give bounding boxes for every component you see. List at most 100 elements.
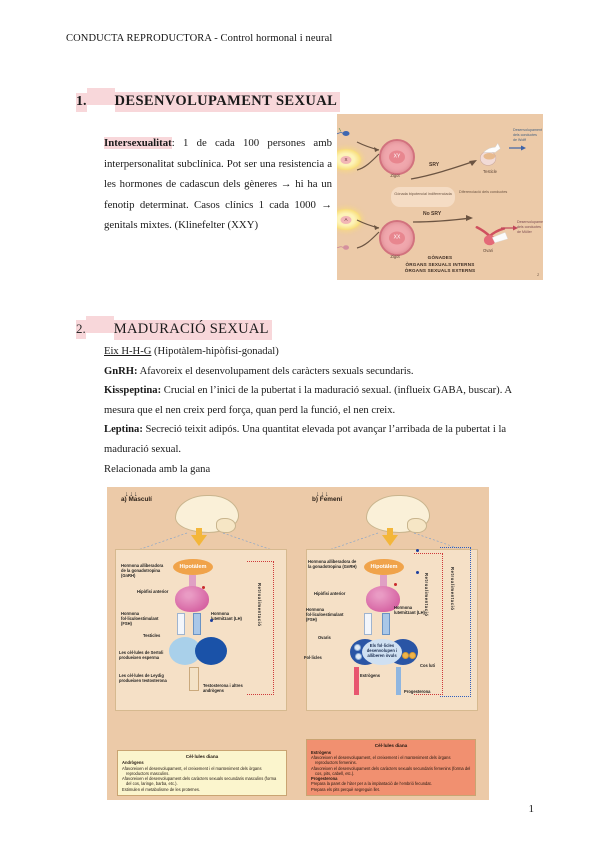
figure1-page-mark: 2	[537, 272, 539, 277]
sertoli-note: Les cèl·lules de Sertoli produeixen espe…	[119, 650, 164, 660]
pituitary-female	[366, 586, 400, 612]
brain-illustration-female	[366, 495, 430, 533]
zygote-xy-caption: Zigot	[390, 173, 400, 178]
heading-2-text: MADURACIÓ SEXUAL	[113, 320, 272, 340]
gnrh-term: GnRH:	[104, 365, 138, 377]
document-header: CONDUCTA REPRODUCTORA - Control hormonal…	[66, 33, 333, 44]
sidenote-male: Desenvolupament dels conductes de Wolff	[513, 128, 542, 142]
testis-right-male	[195, 637, 227, 665]
fsh-arrow-female	[364, 613, 372, 635]
estrogens-bullet-2: Afavoreixen el desenvolupament dels carà…	[311, 765, 471, 776]
intersexualitat-paragraph: Intersexualitat: 1 de cada 100 persones …	[104, 133, 332, 236]
ovum-x-cell: X	[337, 149, 361, 170]
gnrh-text: Afavoreix el desenvolupament dels caràct…	[137, 365, 414, 377]
caption-line-externs: ÒRGANS SEXUALS EXTERNS	[404, 267, 476, 273]
heading-2-spacer	[85, 316, 114, 333]
heading-desenvolupament-sexual: 1. DESENVOLUPAMENT SEXUAL	[76, 88, 341, 112]
zygote-xy: XY	[379, 139, 415, 175]
corpus-luteum-2	[409, 652, 416, 659]
arrow-no-sry	[412, 215, 473, 223]
arrow-sperm-to-zygote	[356, 141, 380, 171]
arrow-down-head-female	[382, 535, 398, 546]
feedback-loop-female-inner	[414, 553, 443, 695]
ovum-x-nucleus: X	[340, 155, 352, 164]
testosterone-label: Testosterona i altres andrògens	[203, 683, 243, 693]
intersexualitat-body: : 1 de cada 100 persones amb interperson…	[104, 137, 332, 231]
feedback-label-female-2: Retroalimentació	[450, 567, 455, 611]
progesterona-bullet-1: Prepara la paret de l’úter per a la impl…	[311, 781, 432, 787]
gnrh-label-female: Hormona alliberadora de la gonadotropina…	[308, 559, 357, 569]
androgens-bullet-3: Estimulen el metabolisme de les proteïne…	[122, 786, 201, 792]
target-cells-title-male: Cèl·lules diana	[185, 753, 219, 759]
panel-female-title: b) Femení	[312, 496, 343, 503]
leptina-term: Leptina:	[104, 424, 143, 436]
pituitary-label-male: Hipòfisi anterior	[137, 589, 169, 594]
zygote-xx-caption: Zigot	[390, 254, 400, 259]
testosterone-arrow	[189, 667, 199, 691]
lh-label-male: Hormona luteïnitzant (LH)	[211, 611, 242, 621]
brain-input-arrows-male: ↓↓↓	[125, 491, 139, 498]
feedback-label-male: Retroalimentació	[257, 583, 262, 627]
figure1-caption: GÒNADES ÒRGANS SEXUALS INTERNS ÒRGANS SE…	[337, 255, 543, 274]
gonad-bipotential-box: Gònada bipotencial indiferenciada	[391, 187, 455, 207]
page-number: 1	[528, 803, 535, 815]
heading-1-number: 1.	[76, 93, 87, 112]
feedback-dot-blue-male	[210, 619, 213, 622]
heading-1-text: DESENVOLUPAMENT SEXUAL	[114, 92, 341, 112]
panel-male-title: a) Masculí	[121, 496, 152, 503]
ovum-a-cell: A	[337, 209, 361, 230]
duct-differentiation-note: Diferenciació dels conductes	[459, 190, 508, 194]
testicles-label: Testicles	[143, 633, 161, 638]
eix-hhg-term: Eix H-H-G	[104, 346, 152, 357]
ovaris-label: Ovaris	[318, 635, 331, 640]
fsh-label-male: Hormona fol·liculoestimulant (FSH)	[121, 611, 159, 626]
heading-maduracio-sexual: 2. MADURACIÓ SEXUAL	[76, 316, 272, 340]
sperm-icon-female	[337, 245, 349, 250]
sperm-icon-male	[337, 128, 350, 136]
leptina-text: Secreció teixit adipós. Una quantitat el…	[104, 424, 507, 455]
testicle-illustration	[479, 142, 501, 166]
panel-female: b) Femení ↓↓↓ Hipotàlem Hormona allibera…	[298, 487, 489, 800]
testicle-label: Testicle	[483, 169, 497, 174]
progesterone-label: Progesterona	[404, 689, 431, 694]
arrow-side-male	[509, 145, 526, 151]
androgens-bullet-1: Afavoreixen el desenvolupament, el creix…	[122, 765, 262, 776]
female-axis-box	[306, 549, 478, 711]
androgens-bullet-2: Afavoreixen el desenvolupament dels carà…	[122, 776, 277, 787]
kisspeptina-text: Crucial en l’inici de la pubertat i la m…	[104, 385, 512, 416]
male-axis-box	[115, 549, 287, 711]
heading-2-number: 2.	[76, 320, 86, 339]
arrow-down-stem-female	[387, 528, 393, 537]
line-gana: Relacionada amb la gana	[104, 463, 211, 475]
pituitary-label-female: Hipòfisi anterior	[314, 591, 346, 596]
zygote-xx: XX	[379, 220, 415, 256]
eix-hhg-rest: (Hipotàlem-hipòfisi-gonadal)	[151, 346, 279, 357]
fsh-arrow-male	[177, 613, 185, 635]
figure-hpg-axis: a) Masculí ↓↓↓ Hipotàlem Hormona alliber…	[107, 487, 489, 800]
pituitary-stalk-female	[380, 575, 387, 587]
estrogens-bullet-1: Afavoreixen el desenvolupament, el creix…	[311, 754, 451, 766]
panel-male: a) Masculí ↓↓↓ Hipotàlem Hormona alliber…	[107, 487, 298, 800]
feedback-loop-male	[247, 561, 274, 695]
brain-input-arrows-female: ↓↓↓	[316, 491, 330, 498]
zygote-xx-label: XX	[389, 231, 405, 245]
arrow-side-female	[501, 225, 518, 231]
sidenote-female: Desenvolupament dels conductes de Müller	[517, 220, 543, 234]
line-gnrh: GnRH: Afavoreix el desenvolupament dels …	[104, 362, 522, 382]
dotted-connectors-male	[134, 532, 276, 552]
progesterona-bullet-2: Prepara els pits perquè segreguin llet.	[311, 786, 380, 792]
line-leptina: Leptina: Secreció teixit adipós. Una qua…	[104, 420, 522, 459]
feedback-label-female-1: Retroalimentació	[424, 573, 429, 617]
brain-illustration-male	[175, 495, 239, 533]
arrow-down-head-male	[191, 535, 207, 546]
intersexualitat-term: Intersexualitat	[104, 137, 172, 149]
feedback-dot-red-male	[202, 586, 205, 589]
label-sry: SRY	[429, 162, 440, 168]
uterus-illustration	[475, 226, 508, 246]
brain-stem-female	[407, 518, 427, 533]
kisspeptina-term: Kisspeptina:	[104, 385, 162, 397]
follicle-2	[354, 644, 361, 651]
feedback-loop-female-outer	[440, 547, 471, 697]
line-eix-hhg: Eix H-H-G (Hipotàlem-hipòfisi-gonadal)	[104, 342, 522, 362]
